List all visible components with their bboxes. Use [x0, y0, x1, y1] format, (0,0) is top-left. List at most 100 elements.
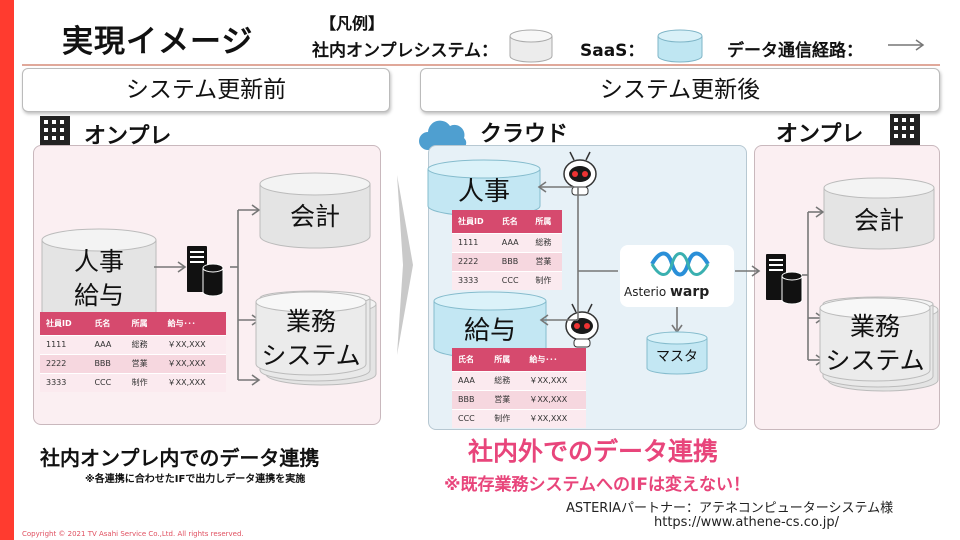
payroll-table: 氏名 所属 給与･･･ AAA 総務 ￥XX,XXX BBB 営業 ￥XX,XX…: [452, 348, 586, 428]
accounting-cylinder-left: [259, 172, 371, 249]
table-header-row: 社員ID 氏名 所属: [452, 210, 562, 233]
table-cell: 1111: [40, 334, 89, 354]
zone-label-cloud: クラウド: [480, 122, 569, 147]
server-icon: [187, 246, 224, 297]
table-cell: 制作: [529, 270, 562, 290]
payroll-label: 給与: [463, 316, 516, 346]
hr-label: 人事: [457, 177, 510, 207]
table-cell: CCC: [88, 372, 126, 392]
table-cell: ￥XX,XXX: [523, 408, 586, 428]
title-divider: [22, 64, 940, 66]
payroll-saas-cylinder: [433, 291, 547, 359]
business-label-line1: 業務: [849, 312, 900, 341]
business-label-line1: 業務: [285, 307, 336, 336]
data-flow-arrows-right: [537, 181, 761, 334]
table-cell: ￥XX,XXX: [161, 353, 226, 373]
table-cell: 営業: [529, 251, 562, 271]
robot-mascot-icon: [565, 303, 599, 348]
hr-table: 社員ID 氏名 所属 1111 AAA 総務 2222 BBB 営業 3333 …: [452, 210, 562, 290]
column-header: 社員ID: [40, 312, 89, 335]
legend-onprem-label: 社内オンプレシステム：: [312, 41, 498, 61]
panel-header-before: システム更新前: [22, 68, 390, 112]
master-label: マスタ: [656, 349, 698, 365]
logo-text-warp: warp: [670, 284, 710, 300]
accounting-label-right: 会計: [853, 206, 904, 235]
table-row: AAA 総務 ￥XX,XXX: [452, 370, 586, 390]
table-cell: BBB: [452, 389, 489, 409]
table-cell: ￥XX,XXX: [523, 389, 586, 409]
table-row: 2222 BBB 営業 ￥XX,XXX: [40, 353, 226, 373]
table-cell: ￥XX,XXX: [161, 334, 226, 354]
business-label-line2: システム: [261, 341, 361, 370]
partner-url[interactable]: https://www.athene-cs.co.jp/: [654, 515, 839, 530]
table-cell: AAA: [495, 232, 530, 252]
zone-label-onprem-right: オンプレ: [776, 122, 864, 147]
zone-label-onprem-left: オンプレ: [84, 124, 172, 149]
master-cylinder: [646, 331, 708, 375]
legend-onprem-cylinder-icon: [509, 29, 553, 63]
table-cell: 制作: [488, 408, 524, 428]
column-header: 氏名: [495, 210, 530, 233]
legend-header: 【凡例】: [320, 14, 385, 33]
server-icon: [766, 254, 803, 305]
table-cell: 2222: [452, 251, 496, 271]
table-cell: AAA: [452, 370, 489, 390]
table-cell: 1111: [452, 232, 496, 252]
asteria-warp-logo-icon: [650, 251, 710, 277]
cloud-icon: [419, 120, 467, 150]
caption-before: 社内オンプレ内でのデータ連携: [40, 446, 320, 470]
partner-credit: ASTERIAパートナー：アテネコンピューターシステム様: [566, 501, 894, 516]
table-cell: 総務: [125, 334, 162, 354]
column-header: 所属: [125, 312, 162, 335]
page-title: 実現イメージ: [62, 24, 254, 60]
table-row: 3333 CCC 制作: [452, 270, 562, 290]
table-cell: 営業: [488, 389, 524, 409]
caption-after: 社内外でのデータ連携: [468, 437, 719, 466]
accounting-cylinder-right: [823, 177, 935, 250]
table-cell: 営業: [125, 353, 162, 373]
table-cell: BBB: [88, 353, 126, 373]
table-header-row: 社員ID 氏名 所属 給与･･･: [40, 312, 226, 335]
table-row: BBB 営業 ￥XX,XXX: [452, 389, 586, 409]
column-header: 氏名: [452, 348, 489, 371]
table-header-row: 氏名 所属 給与･･･: [452, 348, 586, 371]
copyright-notice: Copyright © 2021 TV Asahi Service Co.,Lt…: [22, 530, 244, 538]
accounting-label-left: 会計: [289, 202, 340, 231]
table-cell: CCC: [495, 270, 530, 290]
table-cell: 2222: [40, 353, 89, 373]
panel-header-after: システム更新後: [420, 68, 940, 112]
payroll-label: 給与: [73, 281, 124, 310]
table-row: 2222 BBB 営業: [452, 251, 562, 271]
column-header: 給与･･･: [523, 348, 586, 371]
table-row: 3333 CCC 制作 ￥XX,XXX: [40, 372, 226, 392]
column-header: 所属: [488, 348, 524, 371]
table-row: 1111 AAA 総務 ￥XX,XXX: [40, 334, 226, 354]
table-cell: 総務: [529, 232, 562, 252]
legend-arrow-icon: [888, 39, 925, 51]
table-cell: AAA: [88, 334, 126, 354]
column-header: 氏名: [88, 312, 126, 335]
sub-caption-after: ※既存業務システムへのIFは変えない！: [444, 475, 750, 495]
legend-saas-cylinder-icon: [657, 29, 703, 63]
chevron-right-icon: [397, 175, 413, 355]
table-cell: ￥XX,XXX: [161, 372, 226, 392]
business-label-line2: システム: [825, 346, 925, 375]
robot-mascot-icon: [563, 151, 597, 196]
accent-bar: [0, 0, 14, 540]
table-cell: ￥XX,XXX: [523, 370, 586, 390]
data-flow-arrows-left: [154, 204, 261, 386]
sub-caption-before: ※各連携に合わせたIFで出力しデータ連携を実施: [85, 474, 306, 485]
hr-label: 人事: [73, 247, 124, 276]
table-row: 1111 AAA 総務: [452, 232, 562, 252]
legend-route-label: データ通信経路：: [727, 41, 863, 61]
table-cell: 3333: [40, 372, 89, 392]
column-header: 社員ID: [452, 210, 496, 233]
column-header: 所属: [529, 210, 562, 233]
business-system-cylinder-right: [819, 296, 939, 392]
table-cell: 総務: [488, 370, 524, 390]
column-header: 給与･･･: [161, 312, 226, 335]
hr-saas-cylinder: [427, 159, 541, 217]
table-cell: 3333: [452, 270, 496, 290]
table-cell: CCC: [452, 408, 489, 428]
employee-table-left: 社員ID 氏名 所属 給与･･･ 1111 AAA 総務 ￥XX,XXX 222…: [40, 312, 226, 392]
